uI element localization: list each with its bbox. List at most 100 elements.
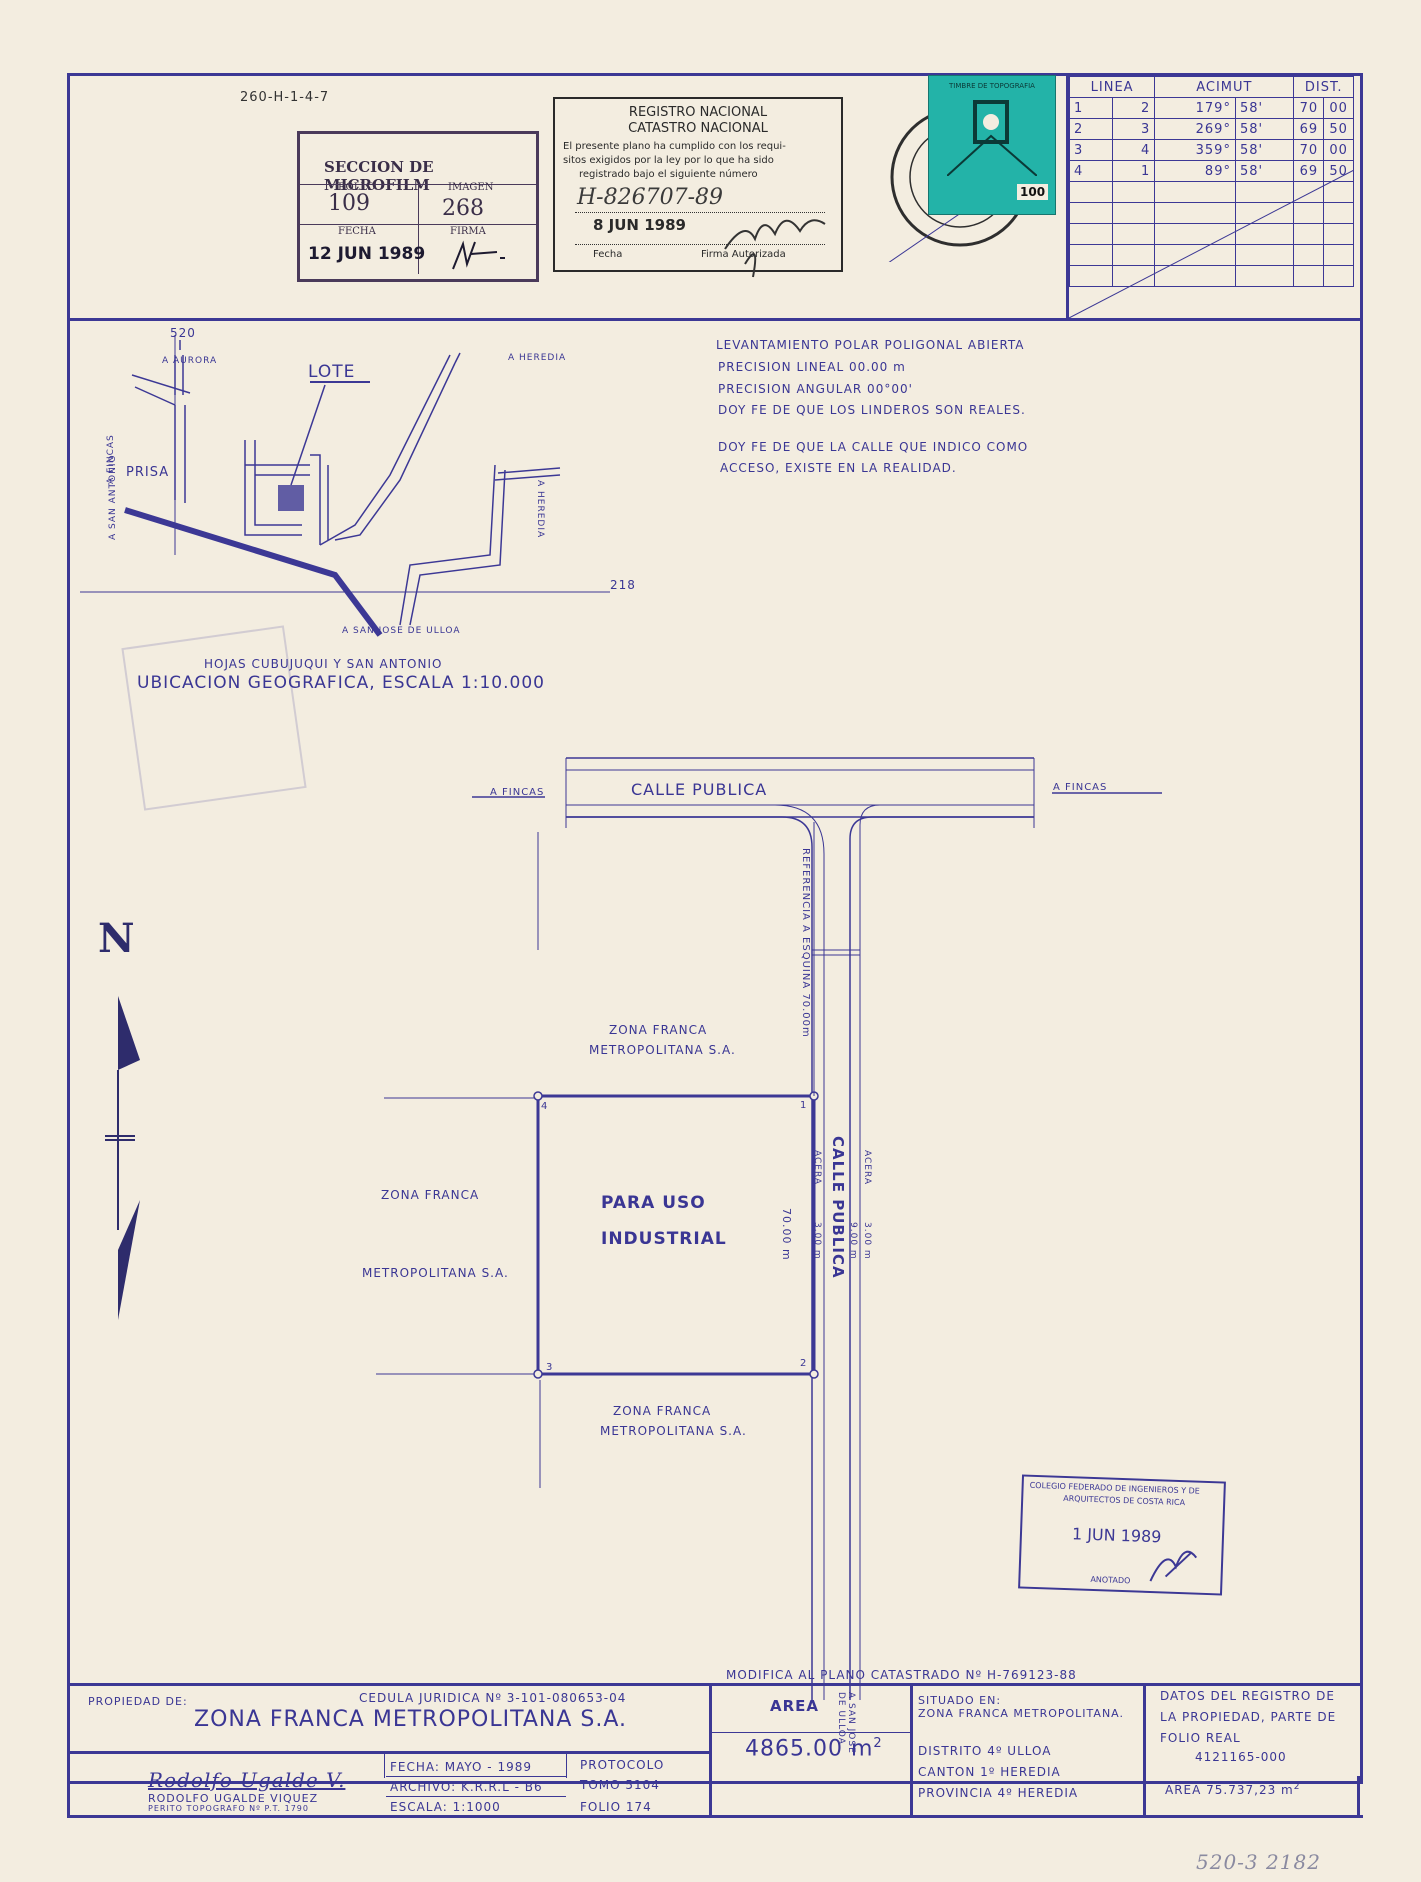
zona-top-1: ZONA FRANCA	[609, 1023, 708, 1037]
registro-date: 8 JUN 1989	[593, 216, 686, 234]
lot-side-length: 70.00 m	[780, 1208, 793, 1261]
cell: 50	[1323, 118, 1354, 140]
divider	[910, 1776, 913, 1818]
site-plan	[376, 757, 1162, 1700]
acera-left: ACERA	[812, 1150, 822, 1186]
divider	[566, 1752, 567, 1778]
area-total: AREA 75.737,23 m2	[1165, 1782, 1300, 1797]
datos-registro-1: DATOS DEL REGISTRO DE	[1160, 1689, 1335, 1703]
fecha-field: FECHA: MAYO - 1989	[390, 1760, 532, 1774]
divider	[1357, 1776, 1360, 1818]
lot-use-2: INDUSTRIAL	[601, 1229, 727, 1249]
imagen-label: IMAGEN	[448, 182, 494, 193]
area-value: 4865.00 m2	[745, 1736, 883, 1761]
map-hojas: HOJAS CUBUJUQUI Y SAN ANTONIO	[204, 657, 443, 671]
table-row: 3 4 359° 58' 70 00	[1069, 139, 1354, 161]
divider	[386, 1796, 566, 1797]
colegio-stamp: COLEGIO FEDERADO DE INGENIEROS Y DE ARQU…	[1018, 1474, 1226, 1596]
zona-left-1: ZONA FRANCA	[381, 1188, 480, 1202]
north-arrow-icon	[105, 996, 140, 1320]
note-precision-lineal: PRECISION LINEAL 00.00 m	[718, 360, 906, 374]
cell: 00	[1323, 97, 1354, 119]
imagen-value: 268	[442, 196, 484, 221]
map-ubicacion: UBICACION GEOGRAFICA, ESCALA 1:10.000	[137, 673, 545, 693]
folio-field: FOLIO 174	[580, 1800, 652, 1814]
surveyor-name: RODOLFO UGALDE VIQUEZ	[148, 1792, 319, 1805]
cell: 3	[1069, 139, 1113, 161]
divider	[712, 1732, 910, 1733]
acera-left-width: 3.00 m	[812, 1222, 822, 1260]
vertex-2: 2	[800, 1358, 808, 1369]
situado-value: ZONA FRANCA METROPOLITANA.	[918, 1707, 1124, 1720]
note-calle-2: ACCESO, EXISTE EN LA REALIDAD.	[720, 461, 957, 475]
area-value-number: 4865.00 m	[745, 1736, 874, 1762]
timbre-title: TIMBRE DE TOPOGRAFIA	[949, 82, 1035, 90]
cell: 3	[1111, 118, 1156, 140]
zona-bottom-2: METROPOLITANA S.A.	[600, 1424, 747, 1438]
map-heredia-right: A HEREDIA	[535, 480, 545, 539]
table-divider	[1066, 73, 1069, 321]
registro-firma-label: Firma Autorizada	[701, 249, 786, 260]
fecha-label: FECHA	[338, 226, 376, 237]
faded-stamp	[121, 625, 307, 811]
rollo-label: ROLLO	[338, 182, 376, 193]
archivo-field: ARCHIVO: K.R.R.L - B6	[390, 1780, 543, 1794]
surveyor-signature: Rodolfo Ugalde V.	[148, 1768, 346, 1792]
registro-text2: sitos exigidos por la ley por lo que ha …	[563, 155, 774, 166]
note-levantamiento: LEVANTAMIENTO POLAR POLIGONAL ABIERTA	[716, 338, 1025, 352]
cell: 359°	[1154, 139, 1236, 161]
a-fincas-left: A FINCAS	[490, 787, 545, 798]
cell: 1	[1069, 97, 1113, 119]
protocolo-label: PROTOCOLO	[580, 1758, 665, 1772]
datos-registro-2: LA PROPIEDAD, PARTE DE	[1160, 1710, 1337, 1724]
colegio-line1: COLEGIO FEDERADO DE INGENIEROS Y DE	[1029, 1480, 1200, 1496]
microfilm-title: SECCION DE MICROFILM	[324, 158, 434, 194]
timbre-value: 100	[1017, 184, 1049, 200]
cell: 58'	[1234, 139, 1295, 161]
table-row: 2 3 269° 58' 69 50	[1069, 118, 1354, 140]
acera-right: ACERA	[862, 1150, 872, 1186]
divider	[384, 1752, 385, 1778]
canton: CANTON 1º HEREDIA	[918, 1765, 1061, 1779]
map-san-jose: A SAN JOSE DE ULLOA	[342, 626, 461, 636]
table-cancel-line	[1069, 170, 1354, 318]
distrito: DISTRITO 4º ULLOA	[918, 1744, 1052, 1758]
propiedad-label: PROPIEDAD DE:	[88, 1695, 188, 1708]
fecha-value: 12 JUN 1989	[308, 244, 426, 264]
divider	[67, 1751, 712, 1754]
firma-label: FIRMA	[450, 226, 486, 237]
modifica-note: MODIFICA AL PLANO CATASTRADO Nº H-769123…	[726, 1668, 1077, 1682]
owner-name: ZONA FRANCA METROPOLITANA S.A.	[194, 1707, 627, 1732]
registro-text1: El presente plano ha cumplido con los re…	[563, 141, 786, 152]
registro-fecha-label: Fecha	[593, 249, 623, 260]
divider	[67, 1815, 1363, 1818]
north-label: N	[98, 915, 136, 962]
cell: 4	[1111, 139, 1156, 161]
registro-line2: CATASTRO NACIONAL	[628, 121, 768, 136]
folio-real-number: 4121165-000	[1195, 1750, 1287, 1764]
map-grid-520: 520	[170, 326, 196, 340]
table-row: 1 2 179° 58' 70 00	[1069, 97, 1354, 119]
divider	[709, 1776, 712, 1818]
corner-handwritten-code: 520-3 2182	[1196, 1850, 1321, 1874]
zona-top-2: METROPOLITANA S.A.	[589, 1043, 736, 1057]
col-linea: LINEA	[1068, 76, 1156, 98]
rollo-value: 109	[328, 191, 370, 216]
cell: 00	[1323, 139, 1354, 161]
area-value-sup: 2	[873, 1736, 883, 1751]
colegio-footer: ANOTADO	[1090, 1574, 1131, 1586]
reference-code: 260-H-1-4-7	[240, 90, 330, 105]
timbre-stamp: TIMBRE DE TOPOGRAFIA 100	[928, 75, 1056, 215]
divider	[1143, 1776, 1146, 1818]
cell: 2	[1111, 97, 1156, 119]
calle-publica-top: CALLE PUBLICA	[631, 780, 768, 799]
vertex-1: 1	[800, 1100, 808, 1111]
escala-field: ESCALA: 1:1000	[390, 1800, 501, 1814]
map-san-antonio: A SAN ANTONIO	[108, 454, 118, 540]
divider	[1143, 1686, 1146, 1776]
calle-vertical: CALLE PUBLICA	[829, 1136, 847, 1279]
calle-width: 9.00 m	[848, 1222, 858, 1260]
area-total-sup: 2	[1293, 1782, 1301, 1792]
titleblock-top	[67, 1683, 1360, 1686]
timbre-building-icon	[947, 100, 1037, 176]
